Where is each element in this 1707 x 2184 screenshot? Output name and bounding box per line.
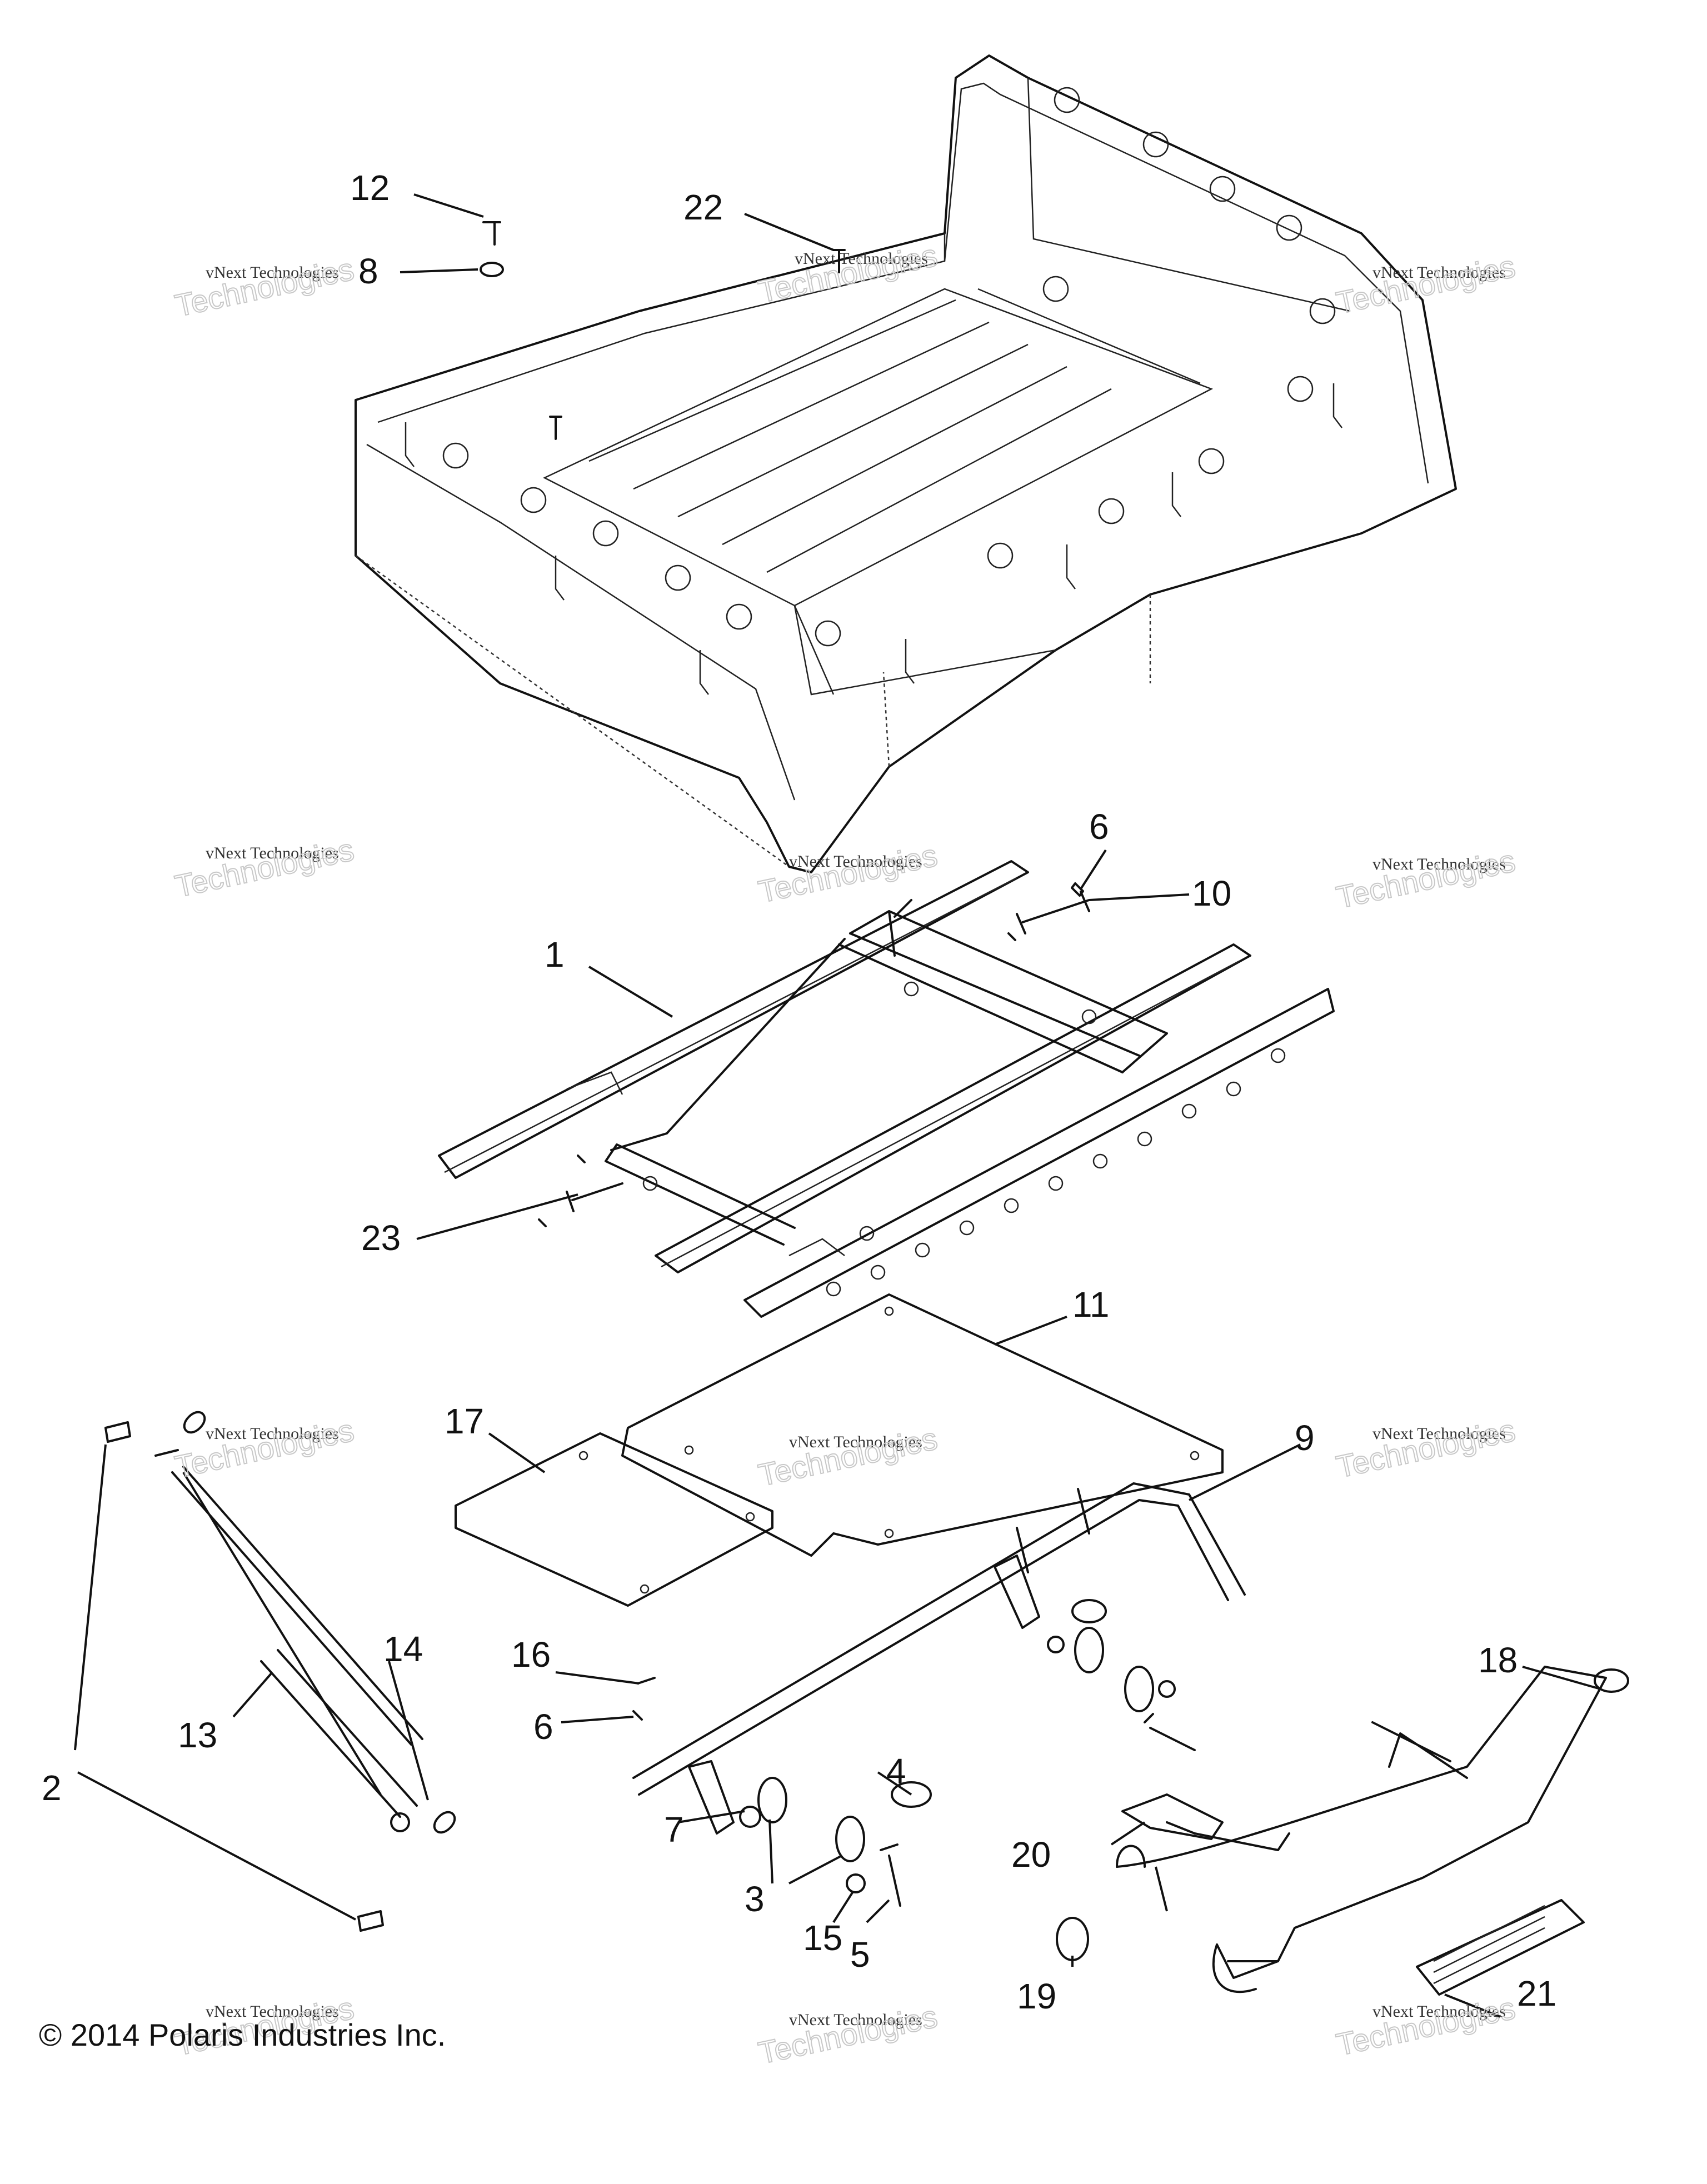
callout-1: 1 <box>545 934 565 974</box>
callout-3: 3 <box>745 1879 765 1919</box>
callout-15: 15 <box>803 1918 842 1958</box>
watermark-text: vNext Technologies <box>1372 2002 1506 2021</box>
watermark-outline: Technologies <box>1333 248 1518 321</box>
watermark-outline: Technologies <box>755 837 940 909</box>
callout-8: 8 <box>358 251 378 291</box>
watermark-text: vNext Technologies <box>206 844 339 862</box>
watermark-text: vNext Technologies <box>789 852 922 871</box>
callout-13: 13 <box>178 1715 217 1755</box>
watermark-outline: Technologies <box>1333 1990 1518 2062</box>
callout-4: 4 <box>886 1751 906 1791</box>
watermark-outline: Technologies <box>1333 843 1518 915</box>
callout-21: 21 <box>1517 1973 1556 2013</box>
watermark-text: vNext Technologies <box>789 1433 922 1451</box>
callout-6-bottom: 6 <box>533 1707 553 1747</box>
cargo-frame <box>438 860 1335 1318</box>
floor-panel-17 <box>455 1432 773 1607</box>
clamp-hardware <box>632 1599 1196 1907</box>
callout-labels: 12 8 22 1 6 10 23 11 17 9 16 6 14 13 2 1… <box>42 168 1556 2016</box>
watermark-outline: Technologies <box>172 832 357 904</box>
frame-hardware <box>538 882 1090 1227</box>
watermark-text: vNext Technologies <box>789 2011 922 2029</box>
watermark-outline: Technologies <box>1333 1412 1518 1485</box>
callout-2: 2 <box>42 1768 62 1808</box>
callout-14: 14 <box>383 1629 423 1669</box>
callout-6-top: 6 <box>1089 807 1109 847</box>
watermark-text: vNext Technologies <box>206 1425 339 1443</box>
callout-20: 20 <box>1011 1835 1051 1875</box>
watermark-text: vNext Technologies <box>1372 263 1506 282</box>
watermark-outline: Technologies <box>172 251 357 323</box>
callout-23: 23 <box>361 1218 401 1258</box>
watermark-text: vNext Technologies <box>206 2002 339 2021</box>
callout-18: 18 <box>1478 1640 1518 1680</box>
callout-17: 17 <box>445 1401 484 1441</box>
callout-11: 11 <box>1072 1285 1109 1325</box>
watermark-text: vNext Technologies <box>1372 855 1506 873</box>
callout-22: 22 <box>683 187 723 227</box>
callout-19: 19 <box>1017 1976 1056 2016</box>
rear-bumper <box>1056 1666 1629 1996</box>
copyright-notice: © 2014 Polaris Industries Inc. <box>39 2017 446 2052</box>
box-fasteners <box>480 221 846 440</box>
watermark-text: vNext Technologies <box>1372 1425 1506 1443</box>
watermark-text: vNext Technologies <box>795 249 928 268</box>
callout-10: 10 <box>1192 873 1231 913</box>
callout-5: 5 <box>850 1935 870 1975</box>
watermark-text: vNext Technologies <box>206 263 339 282</box>
watermark-outline: Technologies <box>755 1998 940 2071</box>
callout-16: 16 <box>511 1635 551 1675</box>
watermark-outline: Technologies <box>755 237 940 309</box>
gas-strut <box>104 1411 456 1932</box>
floor-panel-11 <box>621 1293 1224 1557</box>
watermark-outline: Technologies <box>172 1412 357 1485</box>
cargo-box <box>355 54 1457 873</box>
callout-9: 9 <box>1295 1418 1315 1458</box>
leader-lines <box>74 193 1601 2018</box>
watermark-outline: Technologies <box>755 1421 940 1493</box>
tailgate-rod <box>632 1482 1246 1835</box>
callout-7: 7 <box>664 1810 684 1850</box>
callout-12: 12 <box>350 168 390 208</box>
